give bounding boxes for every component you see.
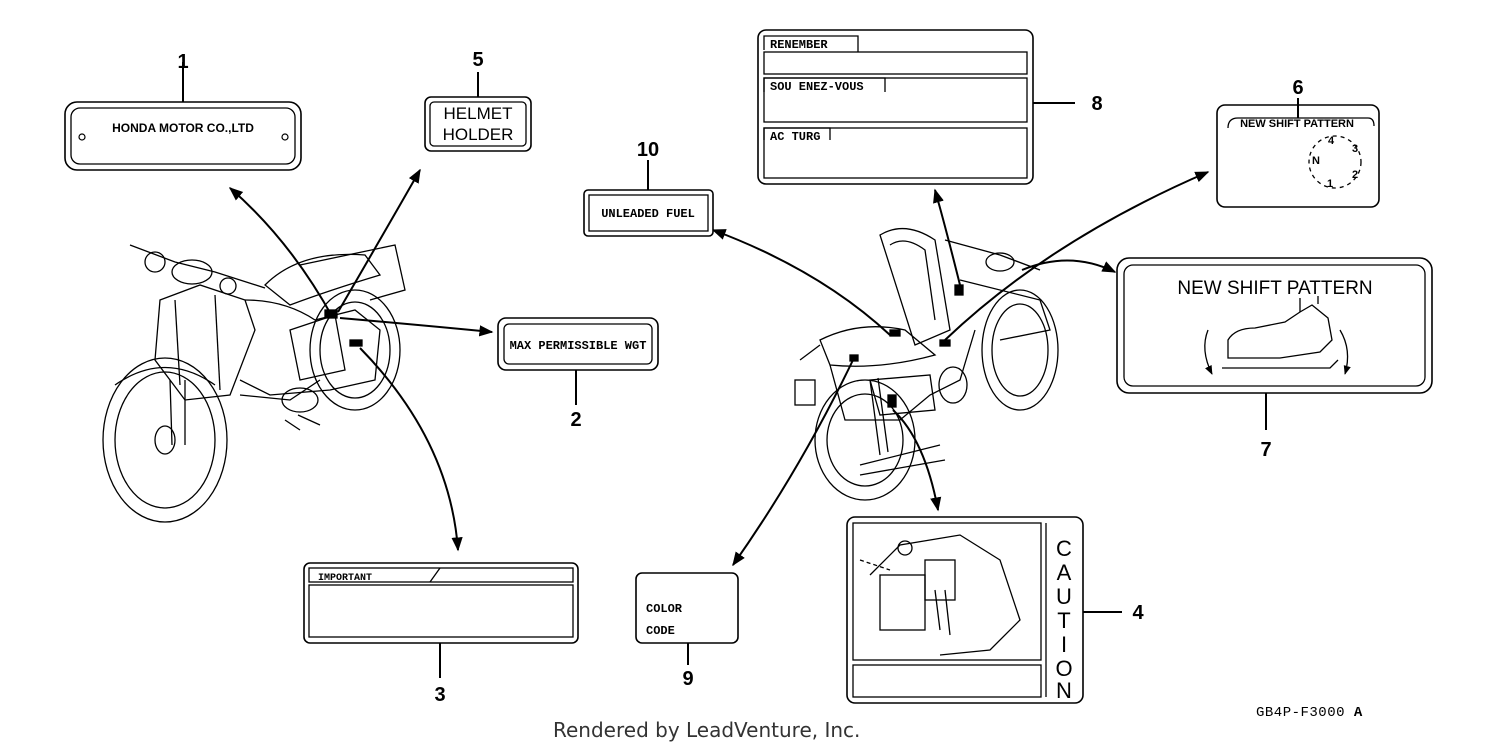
label-6-title: NEW SHIFT PATTERN [1240,118,1354,130]
callout-7: 7 [1260,439,1271,461]
label-6-shift-pattern-small: NEW SHIFT PATTERN N 1 2 3 4 6 [1216,77,1380,208]
label-6-gear-2: 2 [1352,169,1358,181]
label-5-line2: HOLDER [443,125,514,144]
shift-boot-icon [1204,296,1351,375]
callout-5: 5 [472,49,483,71]
callout-10: 10 [637,139,659,161]
label-7-shift-pattern-large: NEW SHIFT PATTERN 7 [1116,257,1433,461]
callout-3: 3 [434,684,445,706]
label-4-letter-6: O [1055,656,1072,681]
label-1-honda-plate: HONDA MOTOR CO.,LTD 1 [64,51,302,171]
label-5-line1: HELMET [444,104,513,123]
label-6-gear-4: 4 [1328,135,1335,147]
callout-6: 6 [1292,77,1303,99]
part-code-suffix: A [1353,705,1363,721]
motorcycle-left-illustration [102,244,406,523]
part-code: GB4P-F3000 A [1256,705,1363,721]
caution-engine-illustration [859,534,1021,656]
label-3-header: IMPORTANT [318,573,372,584]
label-8-row-2: SOU ENEZ-VOUS [770,80,864,94]
label-4-letter-2: A [1057,560,1072,585]
label-2-max-weight: MAX PERMISSIBLE WGT 2 [497,317,659,431]
callout-2: 2 [570,409,581,431]
label-4-letter-5: I [1061,632,1067,657]
callout-8: 8 [1091,93,1102,115]
label-8-multilingual: RENEMBER SOU ENEZ-VOUS AC TURG 8 [757,29,1103,185]
label-10-text: UNLEADED FUEL [601,207,695,221]
callout-4: 4 [1132,602,1144,624]
label-9-line1: COLOR [646,602,683,616]
callout-9: 9 [682,668,693,690]
footer-credit: Rendered by LeadVenture, Inc. [553,718,861,742]
label-4-letter-1: C [1056,536,1072,561]
label-6-gear-3: 3 [1352,143,1358,155]
label-2-text: MAX PERMISSIBLE WGT [510,339,647,353]
label-4-caution: C A U T I O N 4 [846,516,1144,704]
label-6-gear-1: 1 [1327,178,1333,190]
label-4-letter-7: N [1056,678,1072,703]
label-9-color-code: COLOR CODE 9 [635,572,739,690]
label-6-gear-n: N [1312,155,1320,167]
label-9-line2: CODE [646,624,675,638]
label-5-helmet-holder: HELMET HOLDER 5 [424,49,532,152]
part-code-number: GB4P-F3000 [1256,705,1346,721]
label-4-letter-4: T [1057,608,1070,633]
label-4-letter-3: U [1056,584,1072,609]
label-8-row-1: RENEMBER [770,38,828,52]
label-3-important: IMPORTANT 3 [303,562,579,706]
label-8-row-3: AC TURG [770,130,820,144]
callout-1: 1 [177,51,188,73]
leader-arrows [228,168,1210,567]
motorcycle-right-illustration [794,228,1059,501]
label-10-unleaded-fuel: UNLEADED FUEL 10 [583,139,714,237]
label-1-text: HONDA MOTOR CO.,LTD [112,121,254,135]
label-7-title: NEW SHIFT PATTERN [1177,278,1372,299]
